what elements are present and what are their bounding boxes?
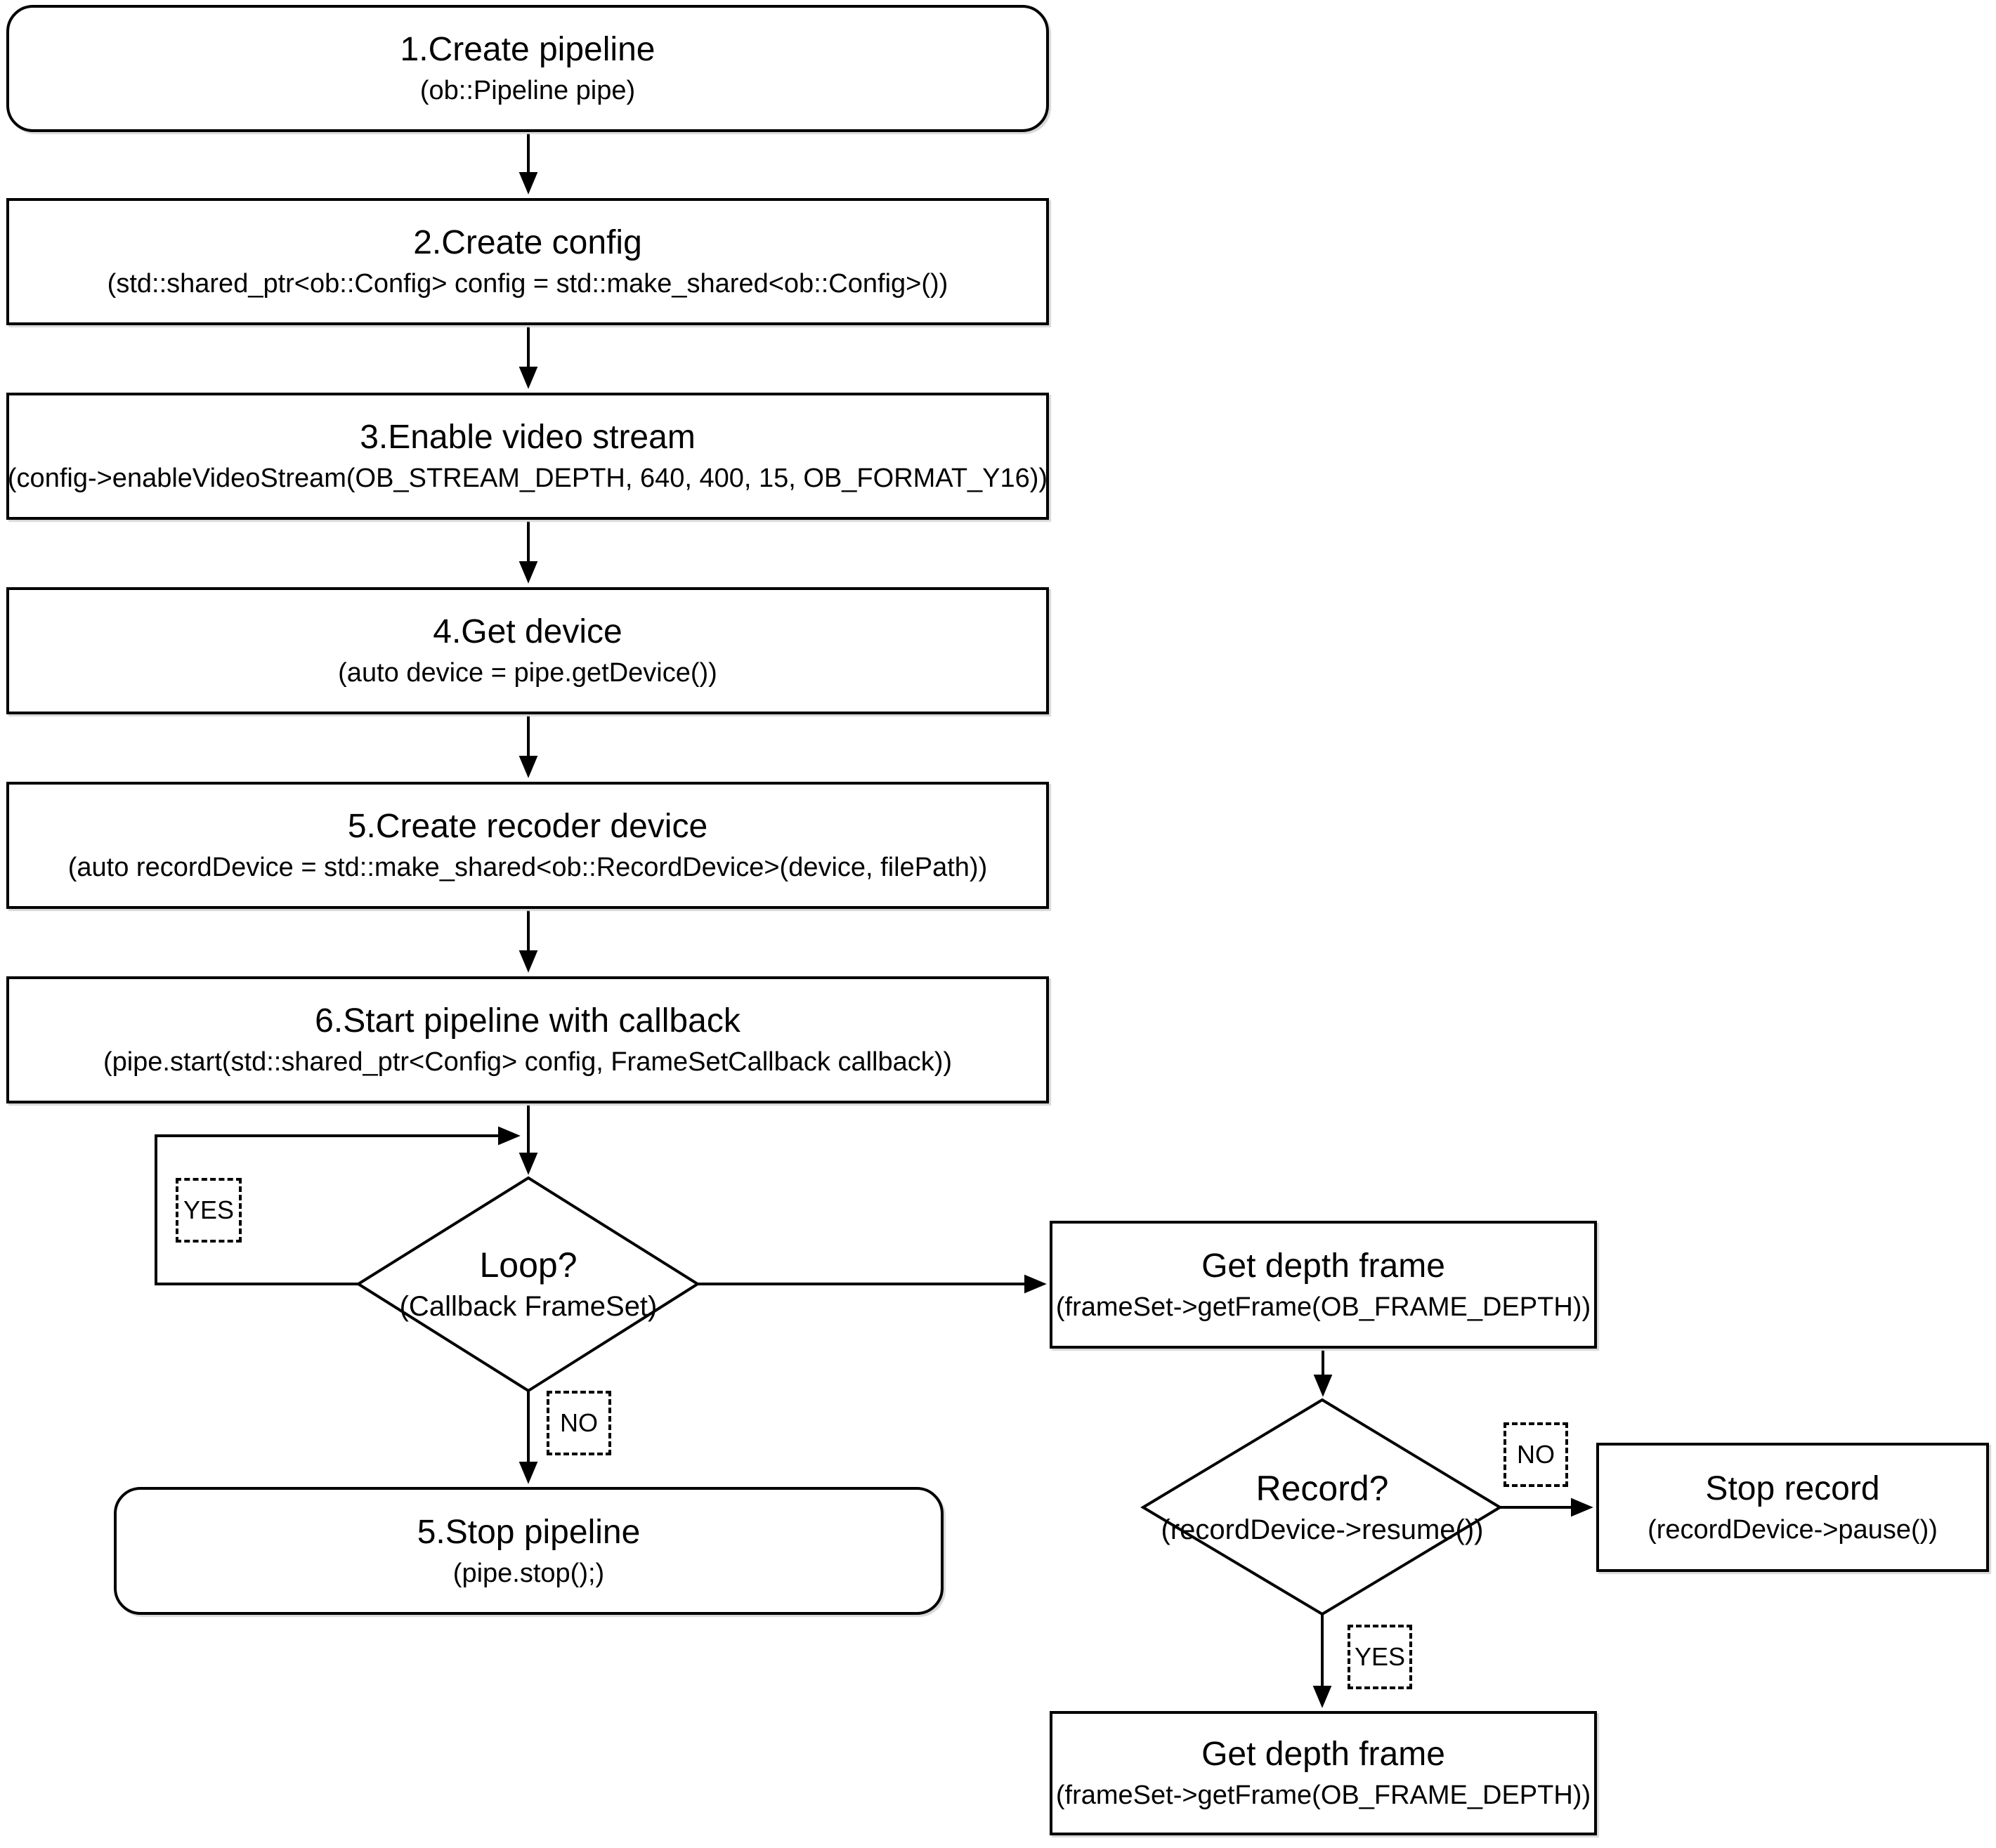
- node-title: 3.Enable video stream: [360, 419, 696, 457]
- loop-yes-label: YES: [176, 1178, 242, 1243]
- node-enable-video-stream: 3.Enable video stream (config->enableVid…: [6, 393, 1049, 520]
- record-decision-diamond: [1140, 1398, 1503, 1616]
- node-title: Get depth frame: [1201, 1247, 1445, 1285]
- loop-decision-diamond: [356, 1176, 700, 1393]
- node-title: Stop record: [1705, 1469, 1880, 1507]
- node-get-depth-frame-2: Get depth frame (frameSet->getFrame(OB_F…: [1050, 1711, 1597, 1835]
- node-subtitle: (config->enableVideoStream(OB_STREAM_DEP…: [7, 464, 1048, 494]
- loop-no-label: NO: [547, 1391, 611, 1455]
- node-subtitle: (auto device = pipe.getDevice()): [338, 658, 717, 688]
- node-title: 5.Stop pipeline: [417, 1513, 641, 1551]
- node-stop-pipeline: 5.Stop pipeline (pipe.stop();): [114, 1487, 944, 1615]
- label-text: YES: [183, 1195, 235, 1224]
- record-no-label: NO: [1503, 1422, 1568, 1487]
- node-create-config: 2.Create config (std::shared_ptr<ob::Con…: [6, 198, 1049, 325]
- node-title: 6.Start pipeline with callback: [315, 1002, 741, 1040]
- node-get-device: 4.Get device (auto device = pipe.getDevi…: [6, 587, 1049, 714]
- node-create-pipeline: 1.Create pipeline (ob::Pipeline pipe): [6, 5, 1049, 132]
- node-title: Get depth frame: [1201, 1736, 1445, 1774]
- node-create-recorder-device: 5.Create recoder device (auto recordDevi…: [6, 782, 1049, 909]
- node-subtitle: (auto recordDevice = std::make_shared<ob…: [67, 853, 988, 883]
- node-start-pipeline-callback: 6.Start pipeline with callback (pipe.sta…: [6, 976, 1049, 1103]
- node-title: 2.Create config: [413, 224, 642, 262]
- label-text: YES: [1354, 1642, 1406, 1671]
- node-get-depth-frame-1: Get depth frame (frameSet->getFrame(OB_F…: [1050, 1221, 1597, 1349]
- node-title: 5.Create recoder device: [347, 808, 708, 846]
- node-subtitle: (recordDevice->pause()): [1648, 1514, 1938, 1545]
- node-subtitle: (ob::Pipeline pipe): [419, 76, 636, 106]
- node-stop-record: Stop record (recordDevice->pause()): [1596, 1443, 1989, 1572]
- arrow-loop-back-yes: [155, 1126, 521, 1285]
- record-yes-label: YES: [1348, 1625, 1412, 1689]
- node-subtitle: (frameSet->getFrame(OB_FRAME_DEPTH)): [1055, 1292, 1591, 1322]
- node-subtitle: (pipe.stop();): [452, 1558, 605, 1588]
- node-subtitle: (frameSet->getFrame(OB_FRAME_DEPTH)): [1055, 1781, 1591, 1811]
- node-title: 1.Create pipeline: [400, 31, 655, 69]
- label-text: NO: [560, 1408, 598, 1437]
- node-subtitle: (pipe.start(std::shared_ptr<Config> conf…: [103, 1047, 953, 1077]
- node-subtitle: (std::shared_ptr<ob::Config> config = st…: [107, 269, 948, 299]
- node-title: 4.Get device: [433, 613, 622, 651]
- label-text: NO: [1517, 1440, 1555, 1469]
